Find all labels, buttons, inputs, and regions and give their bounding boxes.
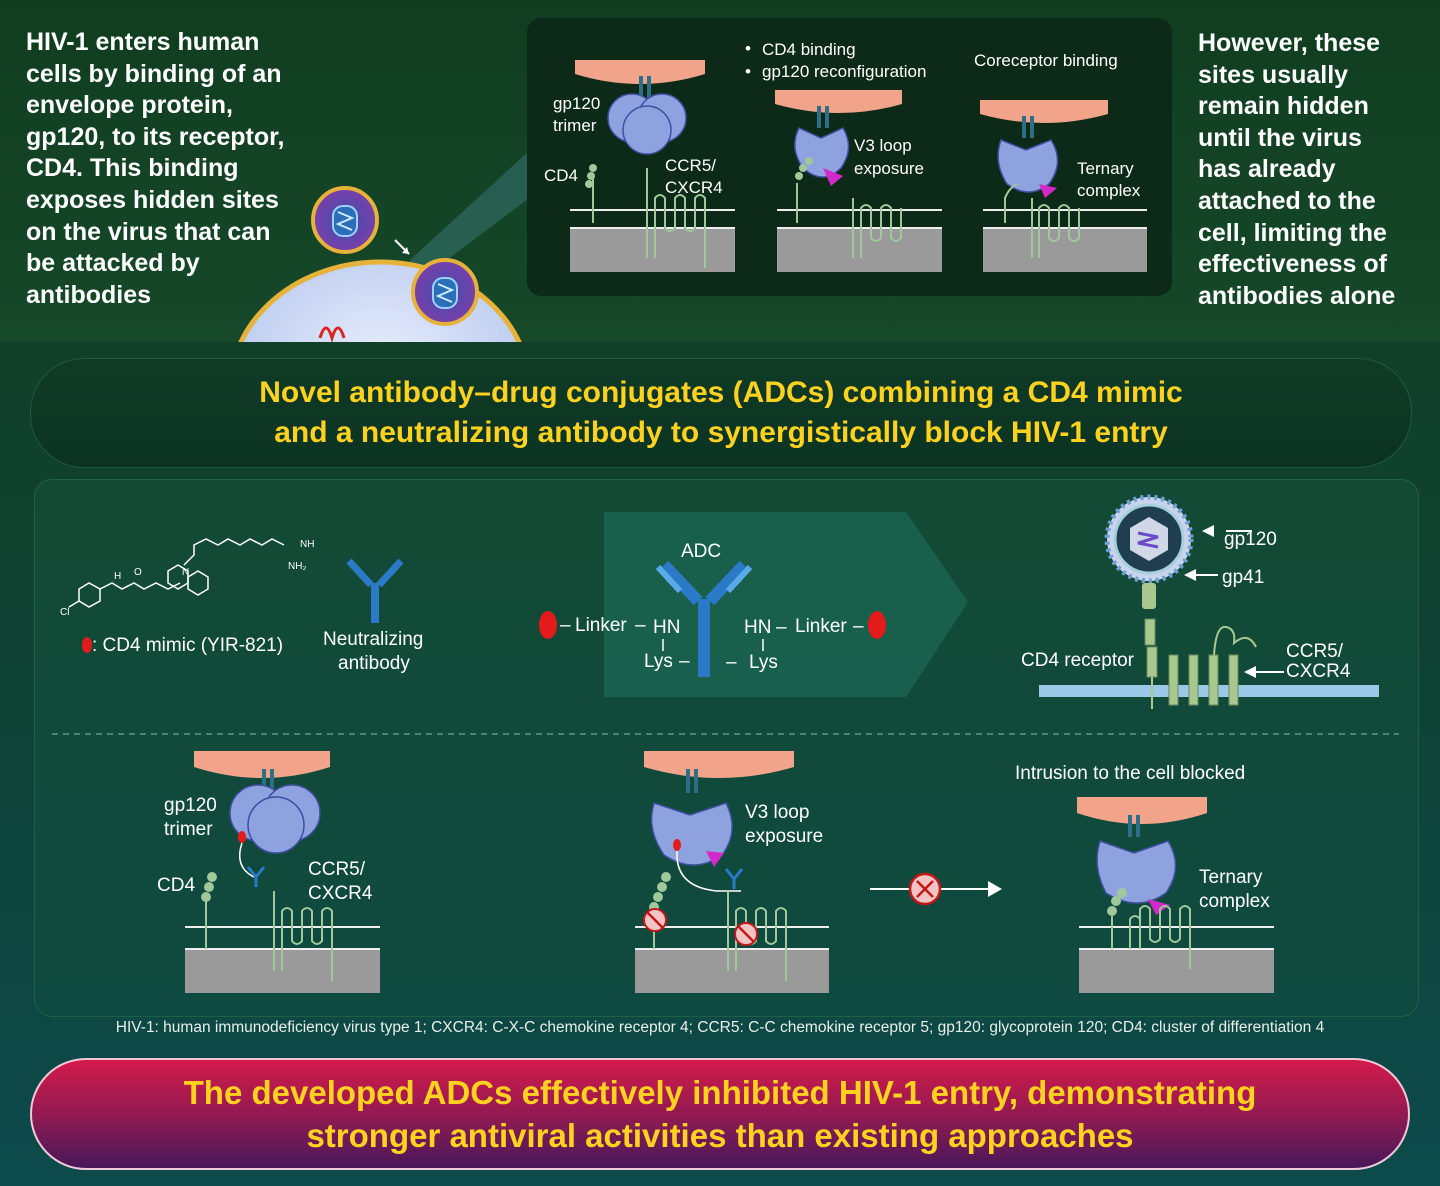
svg-text:Lys: Lys [644,651,673,672]
host-cell [238,259,522,342]
svg-text:HN: HN [653,617,680,638]
svg-text:H: H [114,571,121,582]
svg-text:NH: NH [300,539,314,550]
svg-text:CD4 binding: CD4 binding [762,40,856,59]
abbreviation-footnote: HIV-1: human immunodeficiency virus type… [115,1019,1325,1036]
svg-text:CXCR4: CXCR4 [308,883,373,904]
block-icon [734,922,758,946]
svg-text:CXCR4: CXCR4 [665,178,723,197]
svg-text:–: – [679,651,690,672]
svg-text:exposure: exposure [745,826,823,847]
payload-right [868,611,886,639]
svg-text:Linker: Linker [795,616,847,637]
svg-text:–: – [776,617,787,638]
cd4-mimic-structure [68,538,285,608]
virus-particle [311,186,379,254]
svg-text:trimer: trimer [553,116,597,135]
svg-text:gp120: gp120 [1224,529,1277,550]
svg-text:gp120: gp120 [553,94,600,113]
entry-steps-diagram: gp120 trimer CD4 CCR5/ CXCR4 • CD4 bindi… [544,39,1147,272]
svg-text:–: – [726,652,737,673]
svg-text:CCR5/: CCR5/ [308,859,366,880]
svg-text:•: • [745,62,751,81]
svg-text:CCR5/: CCR5/ [1286,641,1344,662]
payload-left [539,611,557,639]
svg-text:Linker: Linker [575,615,627,636]
svg-text:Coreceptor binding: Coreceptor binding [974,51,1118,70]
svg-text:Cl: Cl [60,607,69,618]
svg-text:–: – [635,615,646,636]
svg-text:N: N [182,567,189,578]
title-banner: Novel antibody–drug conjugates (ADCs) co… [30,358,1412,468]
svg-text:trimer: trimer [164,819,213,840]
mechanism-step-binding: gp120 trimer CD4 CCR5/ CXCR4 [157,751,380,993]
svg-text:complex: complex [1077,181,1141,200]
intro-left-text: HIV-1 enters human cells by binding of a… [26,28,285,309]
svg-text:complex: complex [1199,891,1270,912]
step-coreceptor-binding: Coreceptor binding Ternary complex [974,51,1147,272]
adc-arrow-shape [604,512,968,697]
svg-text:–: – [560,615,571,636]
receptor-cluster [1144,618,1257,709]
conclusion-banner: The developed ADCs effectively inhibited… [30,1058,1410,1170]
step-cd4-binding: • CD4 binding • gp120 reconfiguration V3… [745,39,942,272]
svg-text:gp120 reconfiguration: gp120 reconfiguration [762,62,926,81]
svg-text:Intrusion to the cell blocked: Intrusion to the cell blocked [1015,763,1245,784]
svg-text:gp120: gp120 [164,795,217,816]
svg-text:exposure: exposure [854,159,924,178]
svg-text:ADC: ADC [681,541,721,562]
svg-text:CD4: CD4 [157,875,195,896]
svg-text:CCR5/: CCR5/ [665,156,716,175]
conclusion-line-1: The developed ADCs effectively inhibited… [183,1074,1257,1111]
svg-text:NH₂: NH₂ [288,561,306,572]
conclusion-line-2: stronger antiviral activities than exist… [306,1117,1134,1154]
svg-text:: CD4 mimic (YIR-821): : CD4 mimic (YIR-821) [92,635,283,656]
svg-text:Ternary: Ternary [1199,867,1263,888]
virus-particle [411,258,479,326]
banner-line-1: Novel antibody–drug conjugates (ADCs) co… [259,376,1183,409]
svg-text:•: • [745,39,751,58]
svg-text:Lys: Lys [749,652,778,673]
intro-right-text: However, these sites usually remain hidd… [1198,29,1396,310]
svg-text:CD4 receptor: CD4 receptor [1021,650,1135,671]
svg-text:Neutralizing: Neutralizing [323,629,423,650]
mechanism-step-blocked: Intrusion to the cell blocked Ternary co… [1015,763,1274,993]
svg-text:V3 loop: V3 loop [854,136,912,155]
svg-text:O: O [134,567,142,578]
hiv-virion-icon [1104,494,1194,584]
svg-text:CXCR4: CXCR4 [1286,661,1351,682]
mechanism-step-v3-exposure: V3 loop exposure [635,751,829,993]
svg-text:CD4: CD4 [544,166,578,185]
step-gp120-trimer: gp120 trimer CD4 CCR5/ CXCR4 [544,60,735,272]
block-icon [643,908,667,932]
svg-text:HN: HN [744,617,771,638]
adc-diagram: Cl H O N NH NH₂ : CD4 mimic (YIR-821) Ne… [52,494,1399,993]
svg-text:gp41: gp41 [1222,567,1264,588]
svg-text:V3 loop: V3 loop [745,802,809,823]
cd4-mimic-icon [82,637,92,653]
cell-virus-illustration [238,150,540,342]
svg-text:antibody: antibody [338,653,410,674]
blocked-arrow [870,872,1002,906]
neutralizing-antibody-icon [346,558,404,623]
adc-antibody-icon [655,560,753,677]
banner-line-2: and a neutralizing antibody to synergist… [274,416,1168,449]
svg-text:Ternary: Ternary [1077,159,1134,178]
svg-text:–: – [853,616,864,637]
